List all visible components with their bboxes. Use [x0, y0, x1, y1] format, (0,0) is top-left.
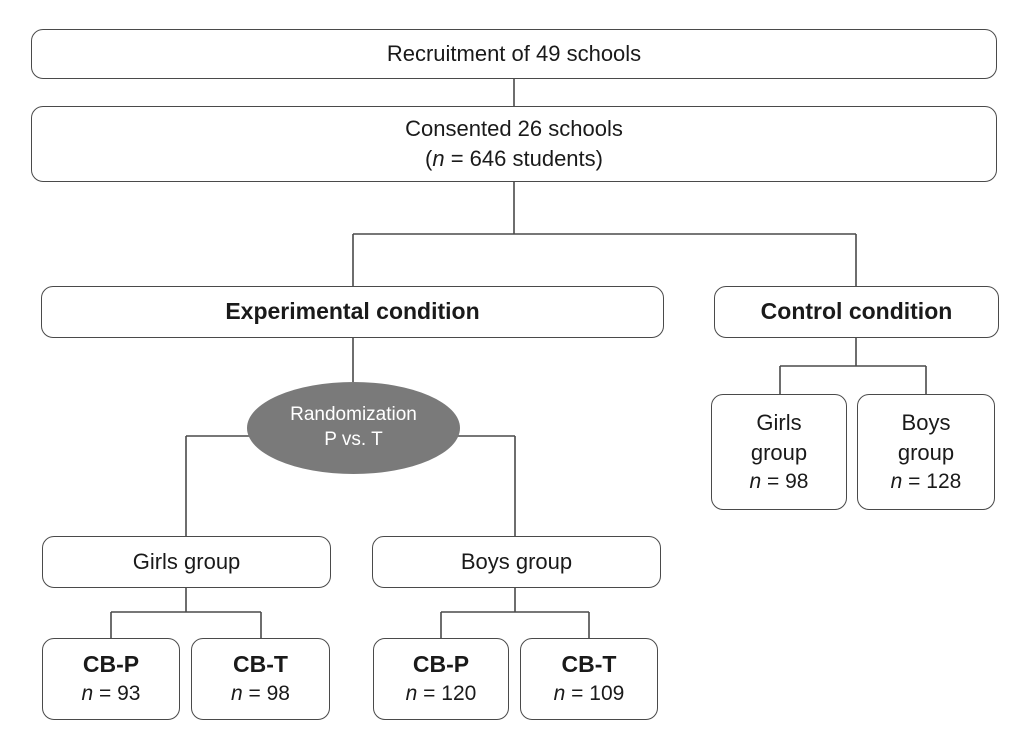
- leaf-cbp-girls: CB-P n = 93: [42, 638, 180, 720]
- experimental-condition-box: Experimental condition: [41, 286, 664, 338]
- leaf-title: CB-P: [412, 651, 470, 678]
- randomization-line1: Randomization: [290, 404, 417, 426]
- control-girls-line1: Girls: [756, 410, 802, 436]
- exp-girls-group-label: Girls group: [132, 549, 241, 575]
- experimental-condition-label: Experimental condition: [225, 298, 480, 325]
- control-condition-box: Control condition: [714, 286, 999, 338]
- recruitment-box: Recruitment of 49 schools: [31, 29, 997, 79]
- exp-boys-group-label: Boys group: [460, 549, 573, 575]
- leaf-n-rest: = 109: [565, 682, 625, 706]
- leaf-n: n = 93: [82, 680, 141, 708]
- leaf-n-var: n: [553, 682, 566, 706]
- exp-girls-group-box: Girls group: [42, 536, 331, 588]
- leaf-n-var: n: [231, 682, 243, 706]
- control-boys-n: n = 128: [891, 468, 962, 496]
- recruitment-text: Recruitment of 49 schools: [386, 41, 642, 67]
- leaf-cbp-boys: CB-P n = 120: [373, 638, 509, 720]
- exp-boys-group-box: Boys group: [372, 536, 661, 588]
- leaf-title: CB-T: [233, 651, 288, 678]
- leaf-n-var: n: [405, 682, 418, 706]
- randomization-ellipse: Randomization P vs. T: [247, 382, 460, 474]
- consented-n-rest: = 646 students): [444, 146, 603, 171]
- consented-paren: (: [425, 146, 433, 171]
- leaf-title: CB-T: [561, 651, 617, 678]
- consented-line2: (n = 646 students): [425, 144, 603, 174]
- control-boys-line2: group: [897, 439, 955, 465]
- control-boys-n-rest: = 128: [902, 469, 962, 493]
- control-condition-label: Control condition: [760, 298, 953, 325]
- leaf-n-rest: = 93: [93, 682, 141, 706]
- control-girls-n-var: n: [749, 469, 762, 493]
- control-girls-group-box: Girls group n = 98: [711, 394, 847, 510]
- control-boys-group-box: Boys group n = 128: [857, 394, 995, 510]
- consented-line1: Consented 26 schools: [405, 116, 623, 142]
- leaf-n-rest: = 120: [417, 682, 477, 706]
- control-boys-line1: Boys: [901, 410, 951, 436]
- consented-n-var: n: [432, 146, 445, 171]
- leaf-title: CB-P: [82, 651, 140, 678]
- control-girls-n: n = 98: [750, 468, 809, 496]
- consented-box: Consented 26 schools (n = 646 students): [31, 106, 997, 182]
- leaf-cbt-boys: CB-T n = 109: [520, 638, 658, 720]
- leaf-n-rest: = 98: [242, 682, 290, 706]
- control-girls-n-rest: = 98: [761, 469, 809, 493]
- randomization-line2: P vs. T: [324, 429, 383, 450]
- leaf-n: n = 120: [406, 680, 477, 708]
- leaf-cbt-girls: CB-T n = 98: [191, 638, 330, 720]
- leaf-n: n = 109: [554, 680, 625, 708]
- control-girls-line2: group: [750, 439, 808, 465]
- leaf-n-var: n: [81, 682, 94, 706]
- leaf-n: n = 98: [231, 680, 290, 708]
- control-boys-n-var: n: [890, 469, 903, 493]
